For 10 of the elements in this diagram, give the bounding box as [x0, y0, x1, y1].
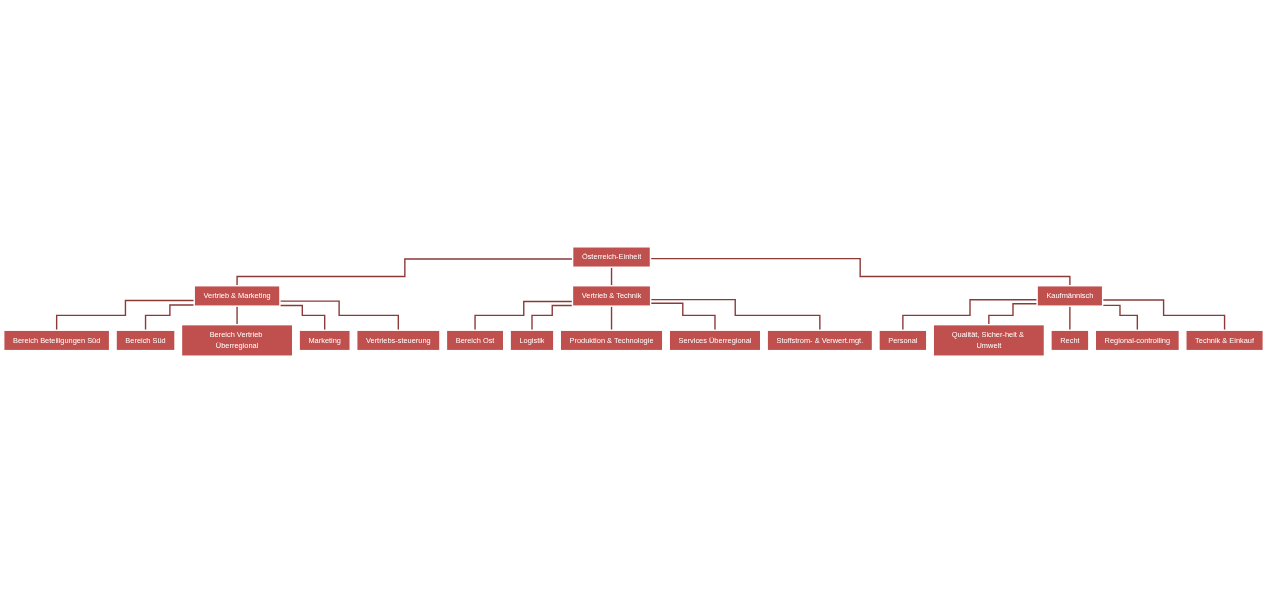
- connector: [610, 305, 613, 331]
- connector: [279, 300, 399, 331]
- connector: [279, 304, 326, 331]
- connector: [144, 304, 195, 331]
- connector: [610, 266, 613, 287]
- connector: [236, 305, 238, 326]
- connector: [902, 299, 1038, 331]
- connector: [988, 303, 1038, 326]
- connector: [1069, 305, 1071, 331]
- connector: [55, 299, 195, 331]
